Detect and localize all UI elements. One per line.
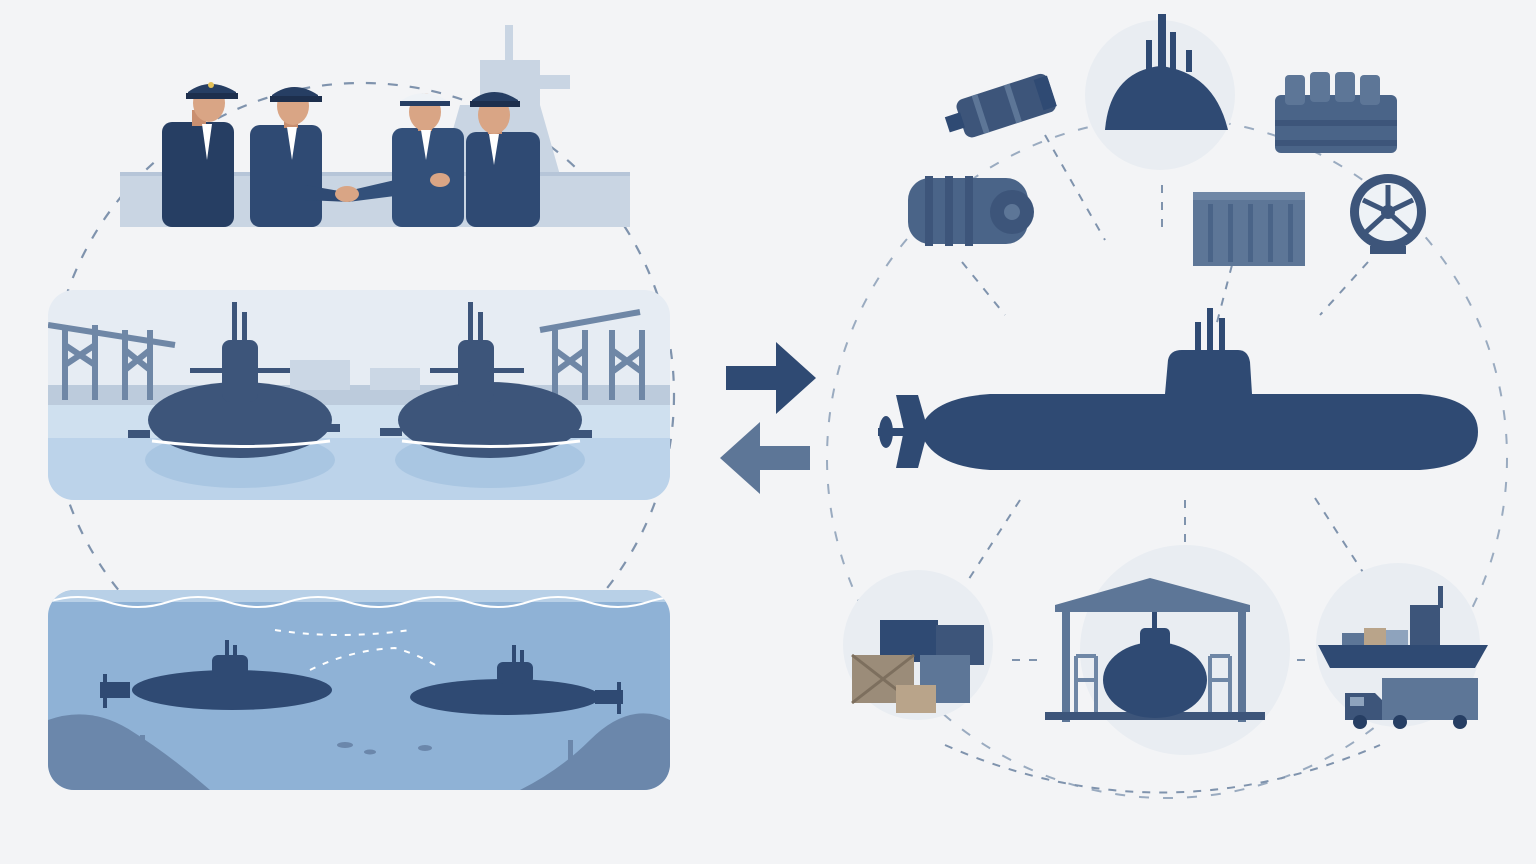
underwater-submarines-icon bbox=[48, 590, 670, 790]
right-dashed-ring bbox=[826, 117, 1508, 799]
container-icon bbox=[1193, 192, 1305, 266]
cylinder-component-icon bbox=[944, 73, 1057, 138]
generator-icon bbox=[908, 176, 1034, 246]
supply-crates-icon bbox=[851, 620, 984, 713]
engine-block-icon bbox=[1275, 72, 1397, 153]
main-submarine-icon bbox=[878, 308, 1478, 470]
arrow-right-icon bbox=[726, 342, 816, 414]
cargo-ship-icon bbox=[1318, 586, 1488, 668]
harbor-submarines-icon bbox=[48, 290, 670, 500]
arrow-left-icon bbox=[720, 422, 810, 494]
sonar-dome-icon bbox=[1105, 14, 1228, 130]
delivery-truck-icon bbox=[1345, 678, 1478, 729]
propeller-fan-icon bbox=[1350, 174, 1426, 254]
officers-handshake-icon bbox=[120, 25, 630, 227]
shipyard-hangar-icon bbox=[1045, 578, 1265, 722]
